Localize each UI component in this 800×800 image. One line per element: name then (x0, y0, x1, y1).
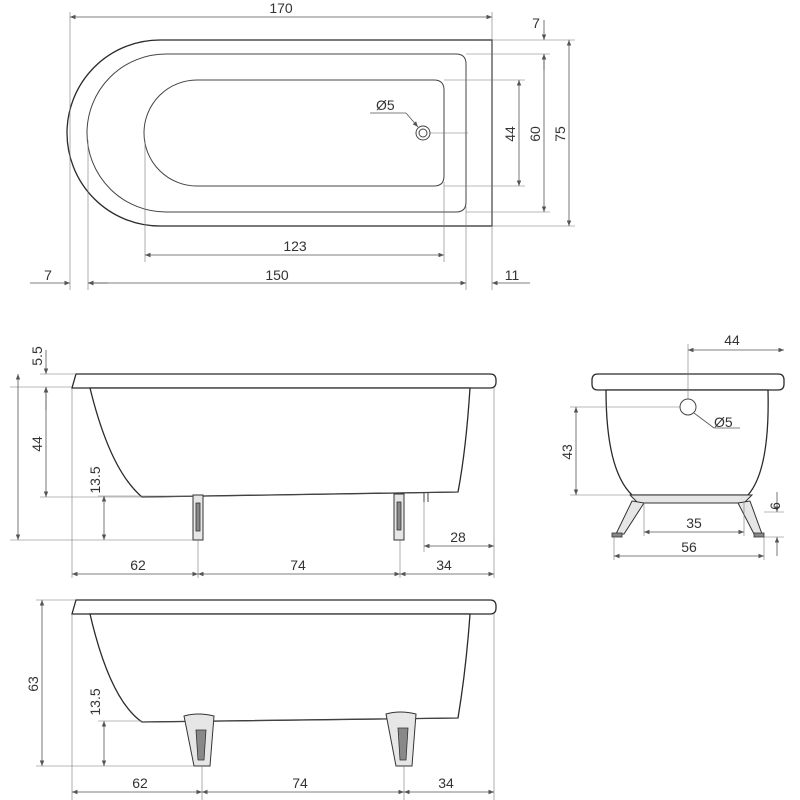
end-view-body (605, 389, 769, 496)
dim-top-left-rim: 7 (44, 267, 52, 283)
dim-end-drain-diameter: Ø5 (714, 414, 733, 430)
dim-top-outer-width: 75 (552, 126, 568, 142)
end-view-foot-right (737, 500, 763, 535)
dim-end-drain-offset: 44 (724, 332, 740, 348)
front-view-body (89, 613, 471, 723)
top-view: 170 7 Ø5 44 60 75 123 7 150 11 (30, 0, 575, 290)
dim-front-mid-span: 74 (292, 775, 308, 791)
side-view-body (89, 387, 471, 498)
dim-side-left-span: 62 (130, 557, 146, 573)
dim-end-foot-height: 6 (767, 502, 783, 510)
top-view-basin (143, 79, 445, 187)
dim-front-leg-height: 13.5 (87, 688, 103, 715)
side-view: 5.5 44 13.5 28 62 74 34 (10, 346, 497, 578)
front-view-rim (71, 599, 497, 615)
top-view-drain-inner (418, 128, 428, 138)
dim-top-inner-length: 123 (283, 238, 307, 254)
dim-top-right-rim: 11 (505, 267, 520, 283)
dim-side-rim-height: 5.5 (29, 346, 45, 366)
dim-front-left-span: 62 (132, 775, 148, 791)
front-view: 63 13.5 62 74 34 (25, 599, 497, 800)
end-view-foot-left (615, 500, 645, 535)
dim-top-mid-length: 150 (265, 267, 289, 283)
dim-top-mid-width: 60 (527, 126, 543, 142)
dim-top-inner-width: 44 (502, 126, 518, 142)
dim-side-right-span: 34 (436, 557, 452, 573)
dim-side-drain-offset: 28 (450, 529, 466, 545)
top-view-outer-rim (66, 39, 493, 227)
dim-front-right-span: 34 (438, 775, 454, 791)
dim-top-drain-diameter: Ø5 (376, 97, 395, 113)
side-view-rim (71, 373, 497, 389)
dim-side-mid-span: 74 (290, 557, 306, 573)
dim-end-outer-width: 56 (681, 539, 697, 555)
dim-top-total-length: 170 (269, 0, 293, 16)
dim-end-inner-width: 35 (686, 515, 702, 531)
dim-top-rim-top: 7 (532, 15, 540, 31)
dim-end-body-height: 43 (559, 444, 575, 460)
top-view-mid-rim (86, 53, 467, 213)
dim-side-leg-height: 13.5 (87, 466, 103, 493)
dim-front-total-height: 63 (25, 676, 41, 692)
end-view: 44 Ø5 43 6 35 56 (559, 332, 785, 560)
dim-side-body-height: 44 (29, 436, 45, 452)
end-view-base (628, 494, 754, 504)
